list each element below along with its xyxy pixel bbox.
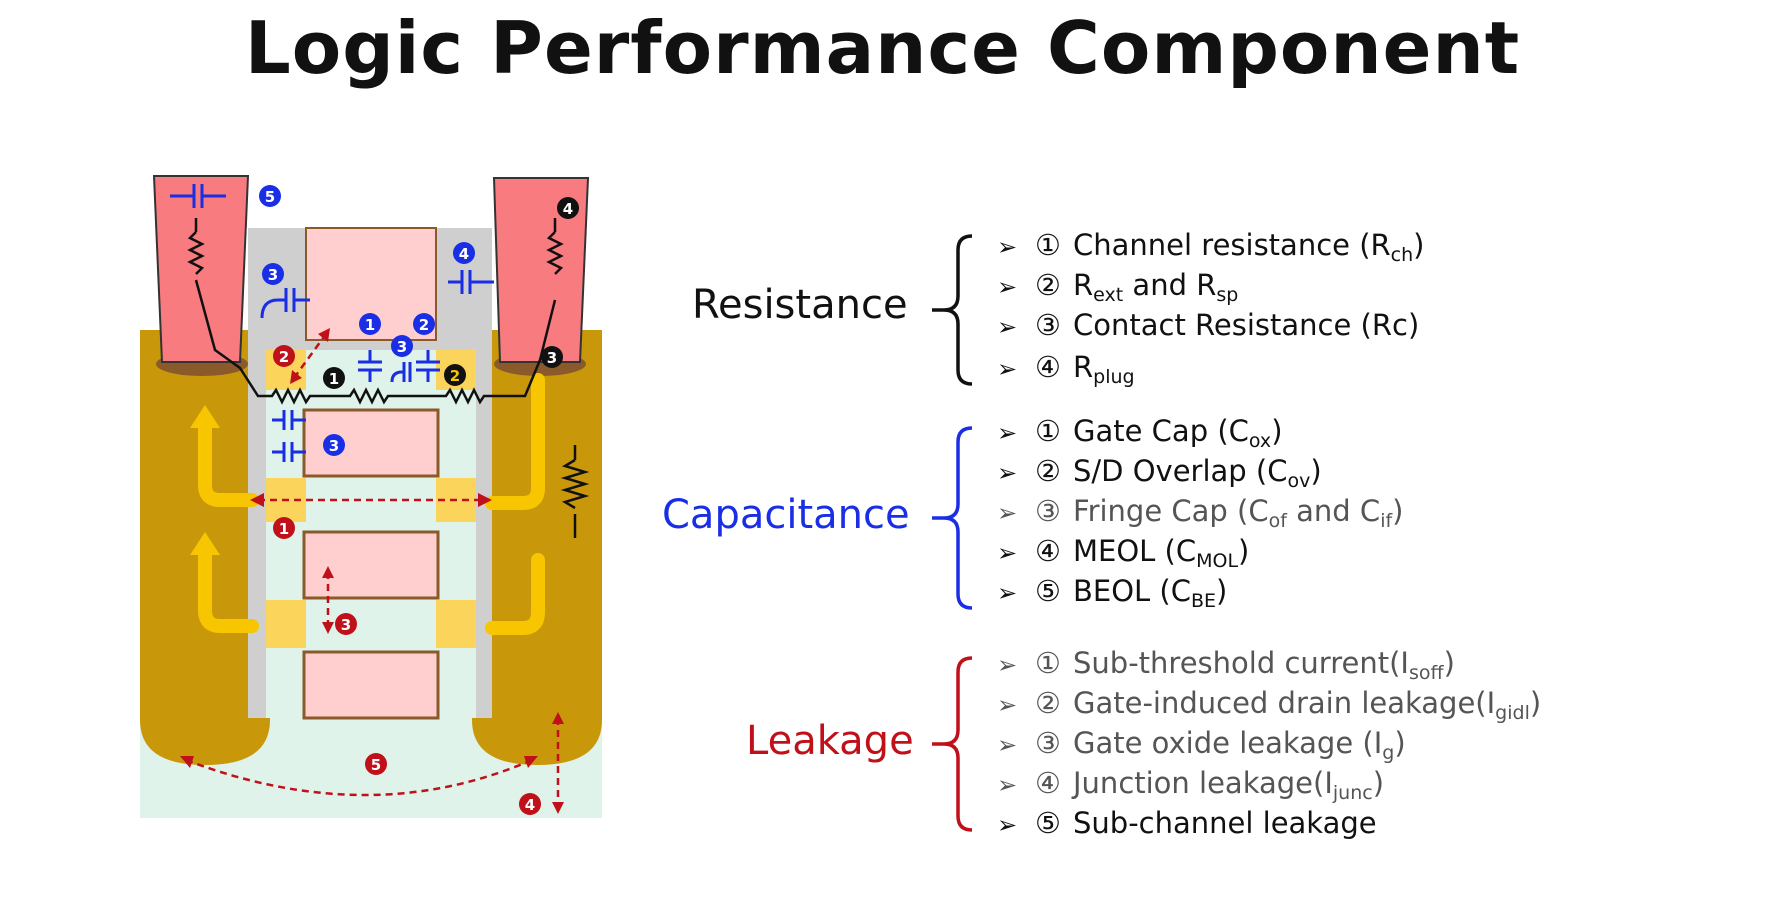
- arrow-bullet-icon: ➢: [997, 499, 1018, 527]
- leakage-label: Leakage: [746, 718, 914, 764]
- resistance-marker-2: 2: [444, 364, 466, 386]
- capacitance-markers: 1 2 3 3 3 4 5: [259, 185, 475, 456]
- arrow-bullet-icon: ➢: [997, 355, 1018, 383]
- svg-text:3: 3: [547, 349, 557, 367]
- svg-text:3: 3: [341, 616, 351, 634]
- arrow-bullet-icon: ➢: [997, 691, 1018, 719]
- right-metal-plug: [492, 177, 590, 363]
- resistance-marker-4: 4: [557, 197, 579, 219]
- arrow-bullet-icon: ➢: [997, 811, 1018, 839]
- arrow-bullet-icon: ➢: [997, 771, 1018, 799]
- right-source-drain: [472, 330, 602, 765]
- arrow-bullet-icon: ➢: [997, 419, 1018, 447]
- capacitance-marker-2: 2: [413, 313, 435, 335]
- svg-text:3: 3: [397, 338, 407, 356]
- gate-sheet: [302, 650, 440, 720]
- capacitance-marker-4: 4: [453, 242, 475, 264]
- leakage-marker-4: 4: [519, 793, 541, 815]
- arrow-bullet-icon: ➢: [997, 579, 1018, 607]
- svg-text:3: 3: [329, 437, 339, 455]
- capacitance-marker-3b: 3: [262, 263, 284, 285]
- leakage-marker-2: 2: [273, 345, 295, 367]
- leakage-marker-3: 3: [335, 613, 357, 635]
- resistor-network: [187, 218, 590, 538]
- leakage-marker-5: 5: [365, 753, 387, 775]
- capacitance-marker-5: 5: [259, 185, 281, 207]
- resistance-marker-3: 3: [541, 346, 563, 368]
- capacitor-symbols: [170, 184, 494, 462]
- svg-text:5: 5: [265, 188, 275, 206]
- arrow-bullet-icon: ➢: [997, 539, 1018, 567]
- inner-spacer: [266, 600, 306, 648]
- arrow-bullet-icon: ➢: [997, 233, 1018, 261]
- inner-spacer: [436, 600, 476, 648]
- capacitance-marker-3c: 3: [323, 434, 345, 456]
- svg-text:2: 2: [419, 316, 429, 334]
- resistance-marker-1: 1: [323, 367, 345, 389]
- leakage-brace: [932, 656, 973, 832]
- capacitance-brace: [932, 426, 973, 610]
- current-flow-arrows: [198, 373, 545, 635]
- svg-text:3: 3: [268, 266, 278, 284]
- leakage-arrows: [185, 333, 560, 808]
- svg-text:4: 4: [563, 200, 573, 218]
- leakage-marker-1: 1: [273, 517, 295, 539]
- svg-text:1: 1: [279, 520, 289, 538]
- svg-text:4: 4: [459, 245, 469, 263]
- svg-text:1: 1: [329, 370, 339, 388]
- arrow-bullet-icon: ➢: [997, 313, 1018, 341]
- svg-text:5: 5: [371, 756, 381, 774]
- gate-sheet: [302, 530, 440, 600]
- arrow-bullet-icon: ➢: [997, 273, 1018, 301]
- capacitance-marker-3: 3: [391, 335, 413, 357]
- svg-text:4: 4: [525, 796, 535, 814]
- svg-text:2: 2: [279, 348, 289, 366]
- resistance-markers: 1 2 3 4: [323, 197, 579, 389]
- page-title: Logic Performance Component: [244, 6, 1521, 90]
- arrow-bullet-icon: ➢: [997, 651, 1018, 679]
- arrow-bullet-icon: ➢: [997, 459, 1018, 487]
- leakage-markers: 1 2 3 4 5: [273, 345, 541, 815]
- arrow-bullet-icon: ➢: [997, 731, 1018, 759]
- capacitance-marker-1: 1: [359, 313, 381, 335]
- resistance-brace: [932, 234, 973, 386]
- svg-text:2: 2: [450, 367, 460, 385]
- resistance-label: Resistance: [692, 282, 908, 328]
- capacitance-label: Capacitance: [662, 492, 910, 538]
- svg-text:1: 1: [365, 316, 375, 334]
